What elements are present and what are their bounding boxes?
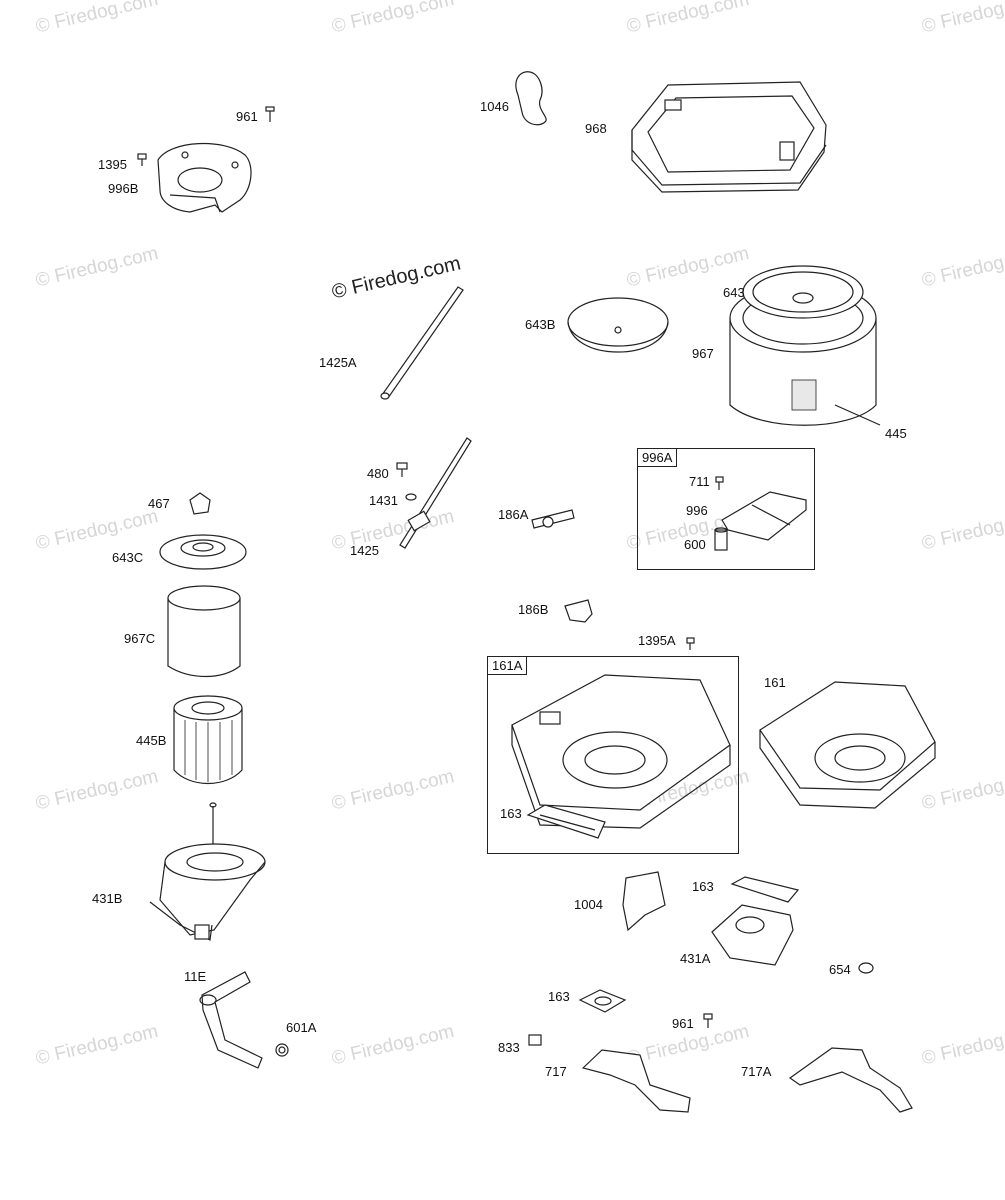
callout-967: 967: [692, 346, 714, 361]
part-600-spacer: [714, 527, 728, 551]
part-163-gasket: [730, 876, 800, 903]
callout-643C: 643C: [112, 550, 144, 565]
callout-480: 480: [367, 466, 389, 481]
part-711-screw: [715, 476, 724, 490]
part-480-screw: [396, 462, 408, 477]
part-833-bolt: [528, 1034, 542, 1046]
part-1004-deflector: [622, 871, 666, 932]
callout-1004: 1004: [574, 897, 603, 912]
part-186A-fitting: [531, 509, 575, 529]
part-431B-base: [149, 802, 266, 941]
callout-1425: 1425: [350, 543, 379, 558]
callout-968: 968: [585, 121, 607, 136]
part-445B-filter: [173, 695, 243, 785]
callout-654: 654: [829, 962, 851, 977]
part-961-screw: [703, 1013, 713, 1028]
part-1395-screw: [137, 153, 147, 166]
part-1046-gasket: [515, 71, 547, 126]
group-box-161A: 161A: [487, 656, 739, 854]
part-186B-fitting: [564, 599, 593, 623]
part-601A-clamp: [275, 1043, 289, 1057]
callout-996: 996: [686, 503, 708, 518]
part-467-knob: [189, 492, 211, 515]
callout-163: 163: [500, 806, 522, 821]
callout-163: 163: [692, 879, 714, 894]
callout-711: 711: [689, 474, 710, 489]
part-996-plate: [721, 491, 807, 541]
part-717-bracket: [581, 1049, 691, 1113]
callout-961: 961: [236, 109, 258, 124]
part-717A-bracket: [788, 1047, 913, 1113]
part-643-967-445-assembly: [729, 265, 881, 426]
part-1425A-tube: [380, 286, 464, 400]
callout-1395A: 1395A: [638, 633, 676, 648]
callout-600: 600: [684, 537, 706, 552]
group-box-996A: 996A: [637, 448, 815, 570]
callout-643: 643: [723, 285, 745, 300]
part-431A-adapter: [711, 904, 794, 966]
callout-1046: 1046: [480, 99, 509, 114]
part-961-screw: [265, 106, 275, 122]
part-996B-bracket: [157, 142, 252, 213]
callout-717: 717: [545, 1064, 567, 1079]
callout-717A: 717A: [741, 1064, 772, 1079]
callout-833: 833: [498, 1040, 520, 1055]
part-163-gasket: [578, 989, 627, 1013]
part-161-base: [759, 681, 936, 809]
callout-11E: 11E: [184, 969, 207, 984]
callout-161: 161: [764, 675, 786, 690]
callout-186B: 186B: [518, 602, 549, 617]
group-box-label: 161A: [488, 657, 528, 675]
callout-431B: 431B: [92, 891, 123, 906]
callout-1425A: 1425A: [319, 355, 357, 370]
part-163-gasket: [526, 804, 606, 839]
callout-961: 961: [672, 1016, 694, 1031]
callout-445: 445: [885, 426, 907, 441]
part-968-cover: [631, 81, 827, 193]
group-box-label: 996A: [638, 449, 678, 467]
part-1395A-screw: [686, 637, 695, 650]
part-11E-hose: [199, 971, 263, 1069]
callout-445B: 445B: [136, 733, 167, 748]
part-643C-precleaner: [159, 534, 247, 570]
callout-1431: 1431: [369, 493, 398, 508]
part-1431-washer: [405, 493, 417, 501]
callout-467: 467: [148, 496, 170, 511]
callout-643B: 643B: [525, 317, 556, 332]
callout-1395: 1395: [98, 157, 127, 172]
callout-431A: 431A: [680, 951, 711, 966]
part-1425-tube: [399, 437, 472, 549]
part-161A-base: [511, 674, 731, 829]
part-967C-sleeve: [167, 585, 241, 677]
part-654-plug: [858, 962, 874, 974]
callout-163: 163: [548, 989, 570, 1004]
part-643B-precleaner: [567, 297, 669, 353]
callout-186A: 186A: [498, 507, 529, 522]
callout-601A: 601A: [286, 1020, 317, 1035]
callout-967C: 967C: [124, 631, 156, 646]
callout-996B: 996B: [108, 181, 139, 196]
